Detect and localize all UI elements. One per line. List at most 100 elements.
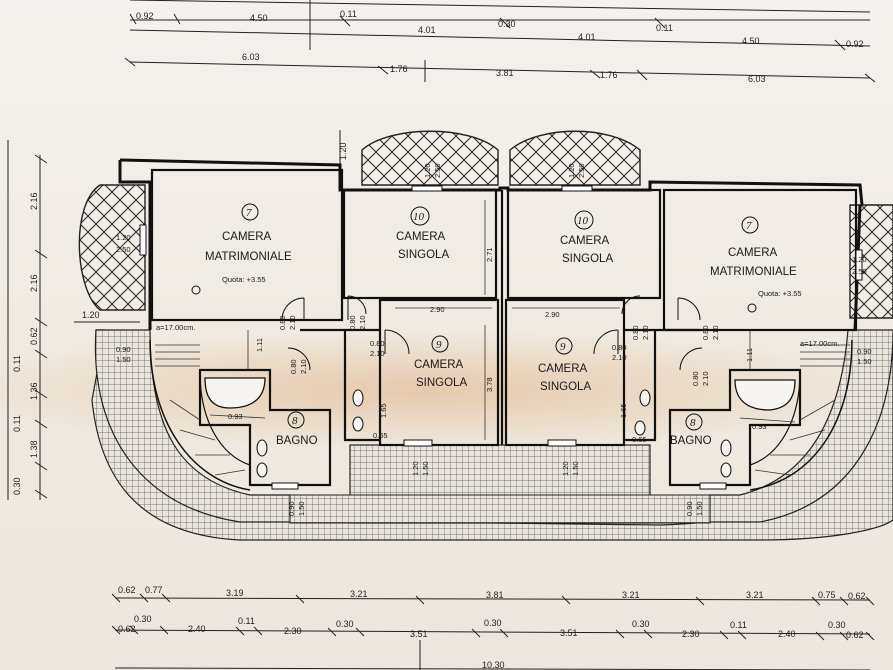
dim-bot2-8: 3.51 [560,628,578,638]
interior-walls [150,168,858,487]
dim-bot3: 10.30 [482,660,505,670]
dim-top1-4: 0.30 [498,19,516,29]
top-right-planter [509,130,641,186]
win-bottom-right-h: 1.50 [571,461,580,476]
door-left-b-w: 0.80 [348,315,357,330]
door-right-b-w: 0.80 [631,325,640,340]
bath-width-left: 0.93 [228,412,243,421]
top-left-window-h: 2.50 [433,163,442,178]
dim-bot2-12: 2.40 [778,629,796,639]
bagno-win-right-w: 0.90 [685,501,694,516]
corridor-right-width: 2.90 [545,310,560,319]
room-number: 9 [560,341,566,353]
door-left-a-h: 2.10 [288,315,297,330]
door-swings [281,295,703,371]
dim-top1-6: 0.11 [656,23,673,33]
room-number-circle [574,210,594,230]
dim-bot2-0: 0.62 [118,624,136,634]
door-right-d-h: 2.10 [701,371,710,386]
dim-bot2-7: 0.30 [484,618,502,628]
dim-top1-8: 0.92 [846,39,864,49]
room-name-line1: CAMERA [396,231,446,243]
stair-height-left: 1.11 [255,338,264,352]
dim-top2-1: 1.76 [390,64,408,74]
door-right-b-h: 2.10 [641,325,650,340]
top-dimension-row-2 [124,57,876,83]
dim-bot2-1: 0.30 [134,614,152,624]
inner-dim-lines [209,200,796,440]
right-planter [849,204,893,319]
left-window-h: 2.50 [116,245,131,254]
singola-top-height: 2.71 [485,247,494,262]
dim-bot1-0: 0.62 [118,585,136,595]
room-name-line1: CAMERA [560,235,610,247]
door-left-b-h: 2.10 [358,315,367,330]
dim-left-6: 1.38 [29,440,39,458]
dim-top1-3: 4.01 [418,25,436,35]
inner-dim-labels: 2.90 2.90 2.71 3.78 1.11 1.11 0.93 0.93 … [116,163,872,516]
dim-left-2: 0.62 [29,327,39,345]
dim-bot1-5: 3.21 [622,590,640,600]
dim-bot1-3: 3.21 [350,589,368,599]
dim-left-5: 0.11 [12,415,22,432]
room-name-line1: BAGNO [276,435,318,447]
sink-left: 0.65 [373,431,388,440]
stair-height-right: 1.11 [745,348,754,362]
room-right-bath: 8 BAGNO [670,413,712,447]
dim-bot1-6: 3.21 [746,590,764,600]
dim-left-3: 0.11 [12,355,22,372]
dim-bot1-2: 3.19 [226,588,244,598]
right-stair [749,339,853,491]
dim-left-1: 2.16 [29,274,39,292]
left-dimension-labels: 2.16 2.16 0.62 0.11 1.36 0.11 1.38 0.30 … [12,142,348,495]
stair-win-right-w: 0.90 [857,347,872,356]
dim-top1-5: 4.01 [578,32,596,42]
door-right-c-h: 2.10 [612,353,627,362]
dim-bot1-8: 0.62 [848,591,866,601]
top-right-window-h: 2.50 [577,163,586,178]
door-right-a-h: 2.10 [711,325,720,340]
dim-bot2-14: 0.62 [846,630,864,640]
door-right-c-w: 0.80 [612,343,627,352]
left-bathtub [204,377,266,409]
room-name-line2: SINGOLA [540,381,591,393]
room-quota: Quota: +3.55 [222,275,266,284]
door-right-a-w: 0.80 [701,325,710,340]
door-left-d-w: 0.80 [289,359,298,374]
dim-left-edge: 1.20 [82,310,100,320]
room-number: 10 [413,211,425,223]
dim-left-7: 0.30 [12,477,22,495]
left-dimension-line [7,140,48,500]
room-left-bath: 8 BAGNO [276,411,318,447]
dim-top2-0: 6.03 [242,52,260,62]
dim-bot2-13: 0.30 [828,620,846,630]
dim-left-0: 2.16 [29,192,39,210]
room-number-circle [287,411,305,429]
room-right-single-mid: 9 CAMERA SINGOLA [538,337,591,393]
room-name-line2: MATRIMONIALE [205,251,292,263]
room-number-circle [685,413,703,431]
stair-win-left-h: 1.50 [116,355,131,364]
room-number: 8 [690,417,696,429]
dim-bot2-11: 0.11 [730,620,747,630]
room-right-single-top: 10 CAMERA SINGOLA [560,210,613,265]
win-bottom-left-w: 1.20 [411,461,420,476]
windows [139,185,863,490]
room-number: 10 [577,215,589,227]
right-window-h: 2.50 [852,267,867,276]
dim-top1-1: 4.50 [250,13,268,23]
bottom-dimension-labels: 0.62 0.77 3.19 3.21 3.81 3.21 3.21 0.75 … [118,585,866,670]
corridor-left-width: 2.90 [430,305,445,314]
room-number: 7 [246,207,252,219]
room-name-line2: SINGOLA [562,253,613,265]
right-bathtub [734,379,796,411]
door-left-c-h: 2.10 [370,349,385,358]
top-dimension-labels: 0.92 4.50 0.11 4.01 0.30 4.01 0.11 4.50 … [136,9,864,84]
room-number-circle [410,206,430,226]
level-marker-icon [747,303,757,313]
bath-depth-left: 1.65 [379,403,388,418]
dim-bot1-4: 3.81 [486,590,504,600]
left-stair [149,339,251,491]
dim-bot1-7: 0.75 [818,590,836,600]
bottom-terrace [289,494,711,524]
